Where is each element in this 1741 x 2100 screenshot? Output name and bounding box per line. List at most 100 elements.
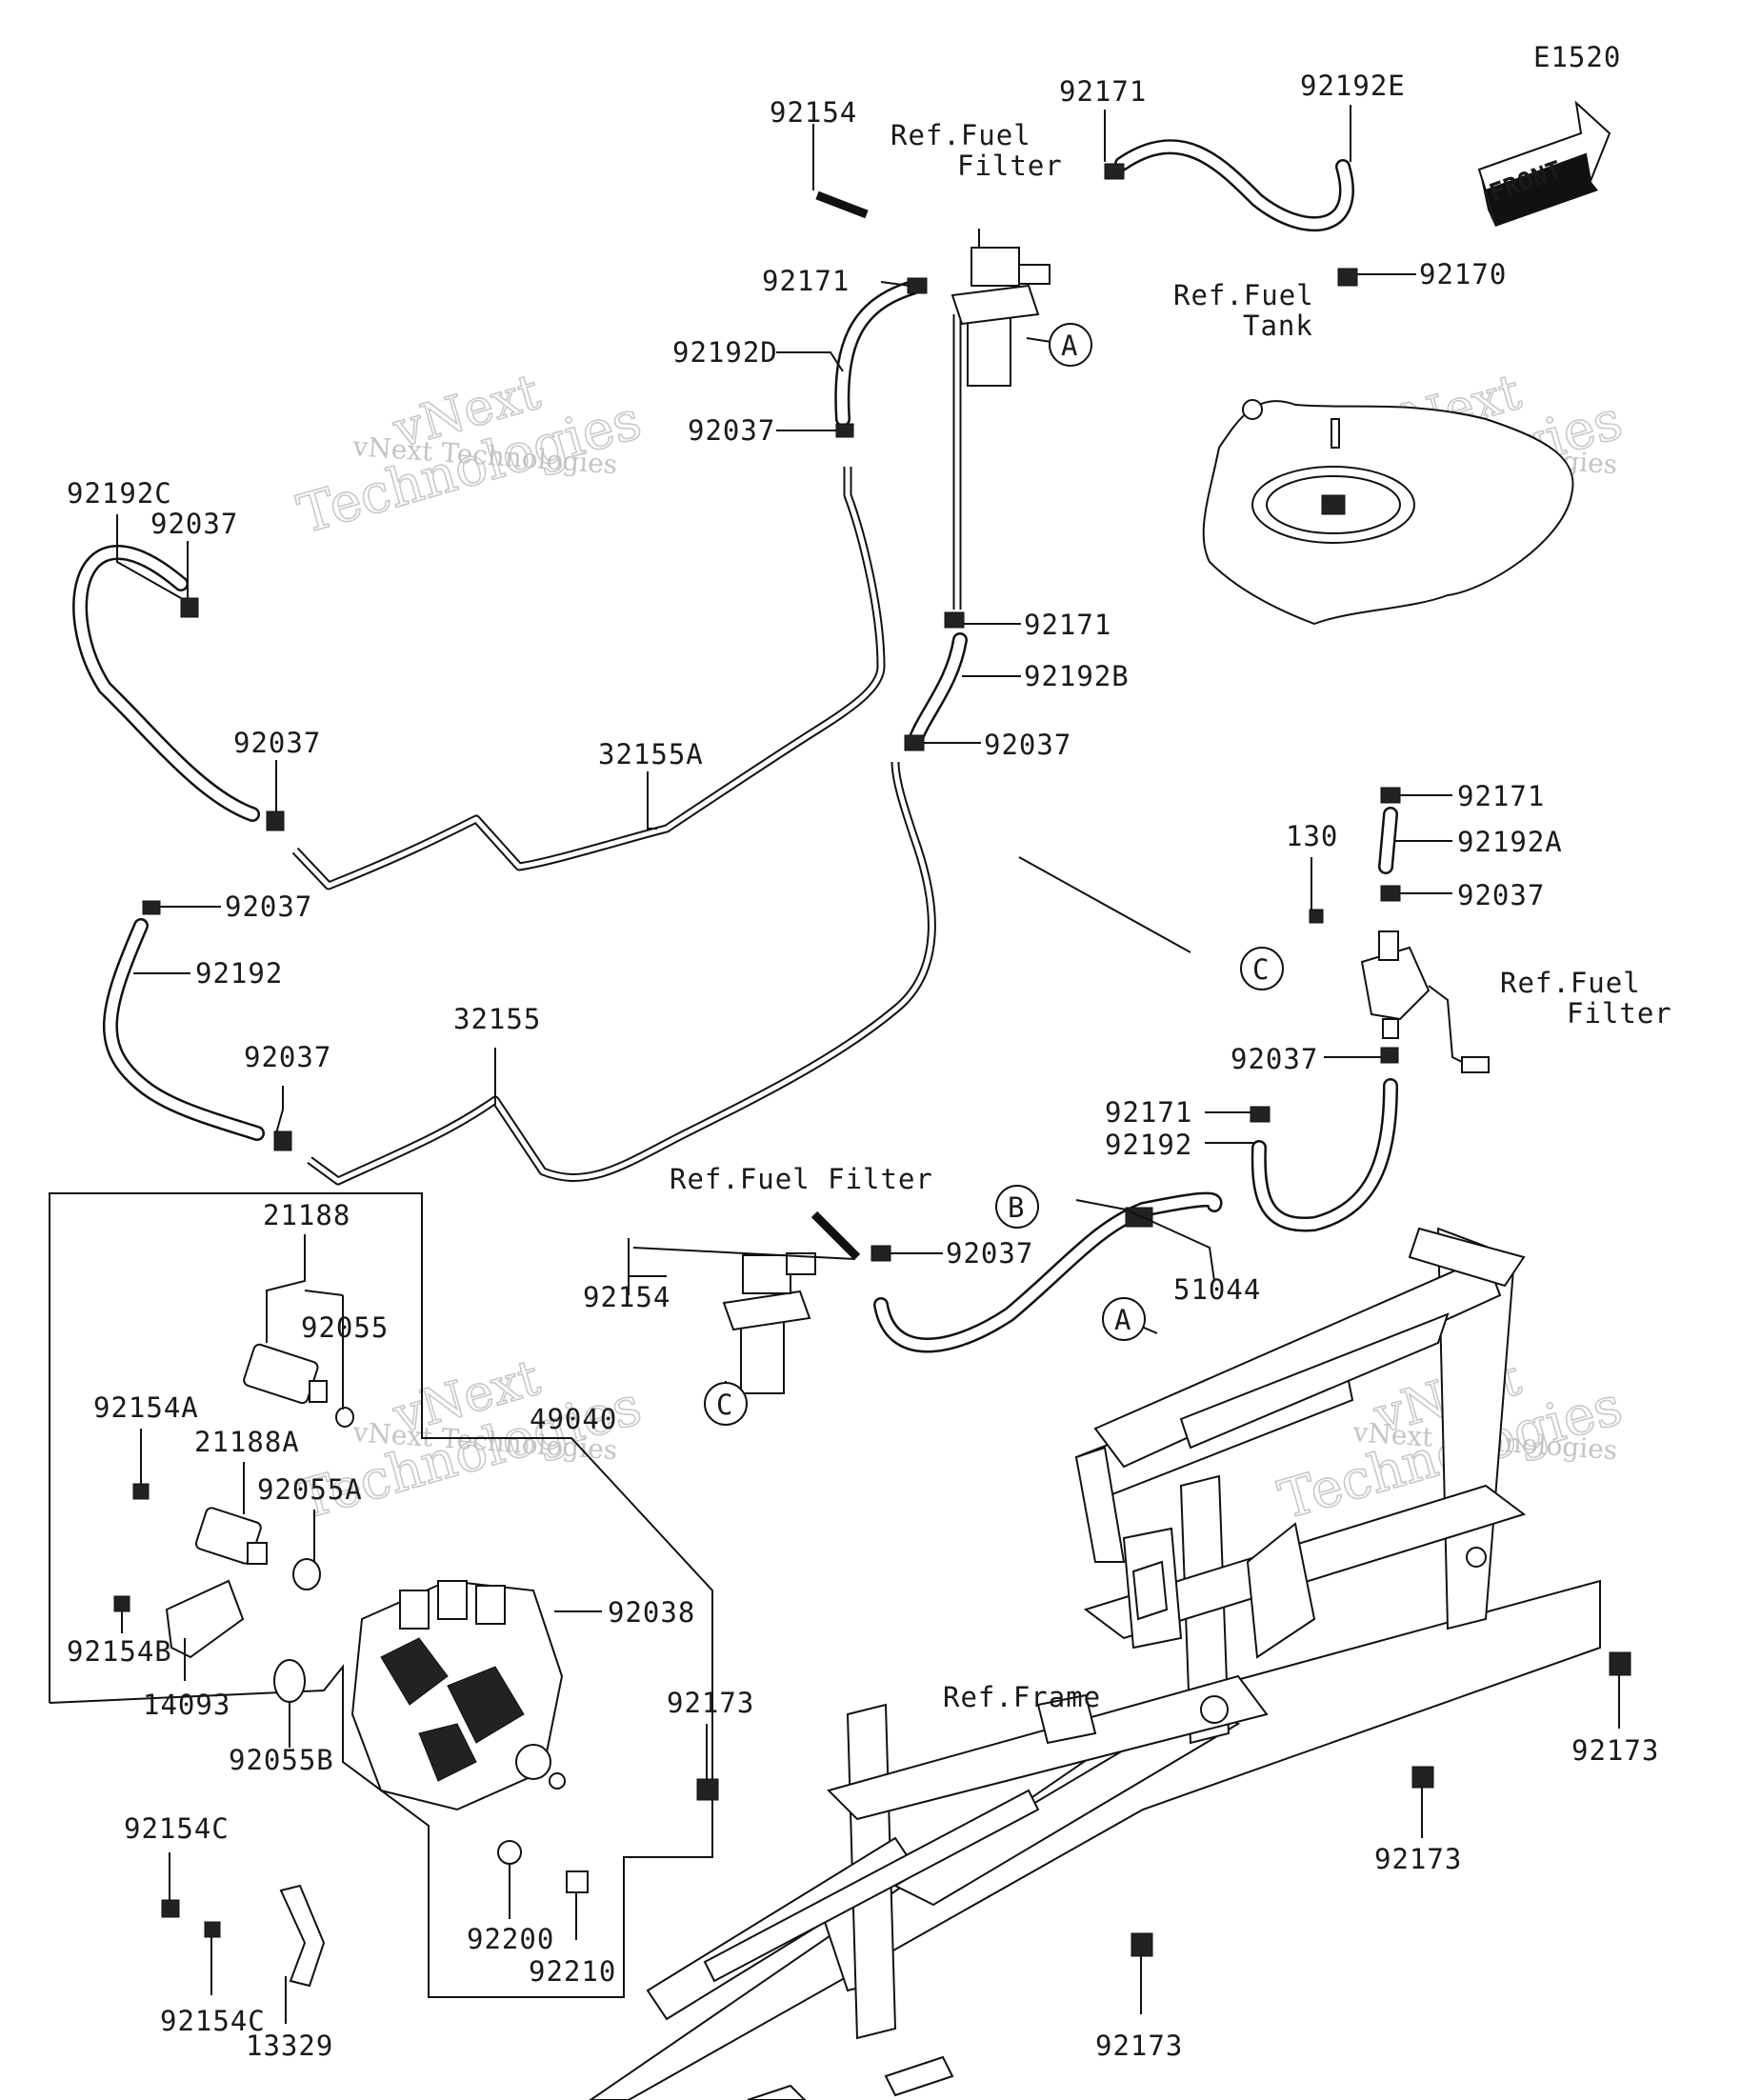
svg-text:A: A [1114, 1304, 1131, 1336]
ref-frame: Ref.Frame [943, 1681, 1101, 1713]
front-arrow-icon: FRONT [1477, 100, 1611, 227]
label-92173-mid: 92173 [1374, 1843, 1462, 1875]
fuel-filter-mid [722, 1252, 816, 1394]
injection-pump [350, 1579, 566, 1811]
label-92154C-bottom: 92154C [160, 2005, 266, 2037]
label-92037-d: 92037 [688, 414, 775, 447]
ref-fuel-filter-right-line2: Filter [1567, 997, 1672, 1030]
callout-c-mid: C [704, 1382, 748, 1426]
label-14093: 14093 [143, 1689, 230, 1721]
label-92154A: 92154A [93, 1391, 199, 1424]
label-92200: 92200 [467, 1923, 554, 1955]
clamp-92037-f [142, 900, 161, 915]
clamp-92171-b [944, 611, 965, 629]
label-92055B: 92055B [229, 1744, 334, 1776]
label-92192E: 92192E [1300, 70, 1406, 102]
fuel-tank [1202, 399, 1574, 626]
label-21188: 21188 [263, 1199, 350, 1231]
label-92055A: 92055A [257, 1473, 363, 1506]
clamp-92037-e [266, 810, 285, 831]
solenoid-21188 [243, 1343, 328, 1405]
label-32155: 32155 [453, 1003, 541, 1035]
clamp-92170 [1337, 268, 1358, 287]
o-ring-92055B [273, 1659, 306, 1703]
label-92154C-top: 92154C [124, 1812, 230, 1845]
label-92038: 92038 [608, 1596, 695, 1629]
label-92192-left: 92192 [195, 957, 283, 990]
label-92171-a: 92171 [1457, 780, 1545, 812]
label-92171-right: 92171 [1105, 1096, 1192, 1129]
frame-assembly [589, 1227, 1601, 2100]
clamp-92037-i [870, 1245, 891, 1262]
callout-b: B [995, 1185, 1039, 1229]
o-ring-92055 [335, 1407, 354, 1428]
label-92154-top: 92154 [770, 96, 857, 129]
callout-c-right: C [1240, 947, 1284, 990]
label-92037-f: 92037 [225, 890, 312, 923]
label-92192-right: 92192 [1105, 1129, 1192, 1161]
label-92192B: 92192B [1024, 660, 1130, 692]
clamp-92037-g [1380, 1047, 1399, 1064]
clamp-92171-r [1250, 1106, 1271, 1123]
hose-92192E [1114, 139, 1354, 232]
label-92171-left: 92171 [762, 265, 850, 297]
clamp-92173-b [1131, 1932, 1153, 1957]
ref-fuel-filter-mid: Ref.Fuel Filter [670, 1163, 933, 1195]
clamp-92037-d [835, 423, 854, 438]
label-92037-i: 92037 [946, 1237, 1033, 1270]
label-92173-bottom: 92173 [1095, 2030, 1183, 2062]
hose-92192B [907, 632, 968, 750]
label-21188A: 21188A [194, 1426, 300, 1458]
clamp-92037-c [180, 597, 199, 618]
hose-92192-right [1251, 1078, 1398, 1232]
label-92037-e: 92037 [233, 727, 321, 759]
pipe-32155A [291, 467, 886, 890]
solenoid-21188A [194, 1507, 268, 1565]
svg-text:B: B [1008, 1191, 1025, 1224]
label-51044: 51044 [1173, 1273, 1261, 1306]
clamp-92171-left [907, 277, 928, 294]
ref-fuel-tank-line2: Tank [1243, 310, 1313, 342]
bolt-92154-top [815, 190, 869, 219]
o-ring-92055A [292, 1558, 321, 1590]
label-13329: 13329 [246, 2030, 333, 2062]
diagram-code: E1520 [1533, 41, 1621, 73]
clamp-92037-a [1380, 885, 1401, 902]
callout-a-frame: A [1102, 1297, 1146, 1341]
label-92210: 92210 [529, 1955, 616, 1988]
bolt-92154C-1 [161, 1899, 180, 1918]
nut-92210 [566, 1870, 589, 1893]
bolt-92154A [132, 1483, 150, 1500]
clamp-92171-a [1380, 787, 1401, 804]
pipe-32155 [307, 761, 936, 1186]
ref-fuel-filter-top-line2: Filter [957, 150, 1063, 182]
label-49040: 49040 [530, 1403, 617, 1435]
clamp-92037-h [273, 1130, 292, 1151]
svg-text:C: C [1252, 953, 1270, 986]
fuel-filter-top [951, 229, 1051, 387]
label-92037-b: 92037 [984, 729, 1071, 761]
bolt-92154B [113, 1595, 130, 1612]
label-92171-top: 92171 [1059, 75, 1147, 108]
label-92154-mid: 92154 [583, 1281, 670, 1313]
clamp-92171-top [1104, 163, 1125, 180]
washer-92200 [497, 1840, 522, 1865]
label-92173-right: 92173 [1571, 1734, 1659, 1767]
label-92192D: 92192D [672, 336, 778, 369]
bolt-130 [1309, 909, 1324, 924]
ref-fuel-filter-right-line1: Ref.Fuel [1500, 967, 1641, 999]
label-92037-c: 92037 [150, 508, 238, 540]
bracket-14093 [165, 1579, 245, 1659]
hose-92192-left [102, 918, 265, 1141]
bolt-92154C-2 [204, 1921, 221, 1938]
label-92192C: 92192C [67, 477, 172, 510]
exploded-view-outline [49, 1192, 713, 1998]
label-92037-a: 92037 [1457, 879, 1545, 911]
hose-92192C [72, 545, 260, 822]
label-32155A: 32155A [598, 738, 704, 770]
leader-lines [116, 105, 1620, 2024]
callout-a-top: A [1049, 323, 1092, 367]
label-92173-left: 92173 [667, 1687, 754, 1719]
label-92037-g: 92037 [1231, 1043, 1318, 1075]
